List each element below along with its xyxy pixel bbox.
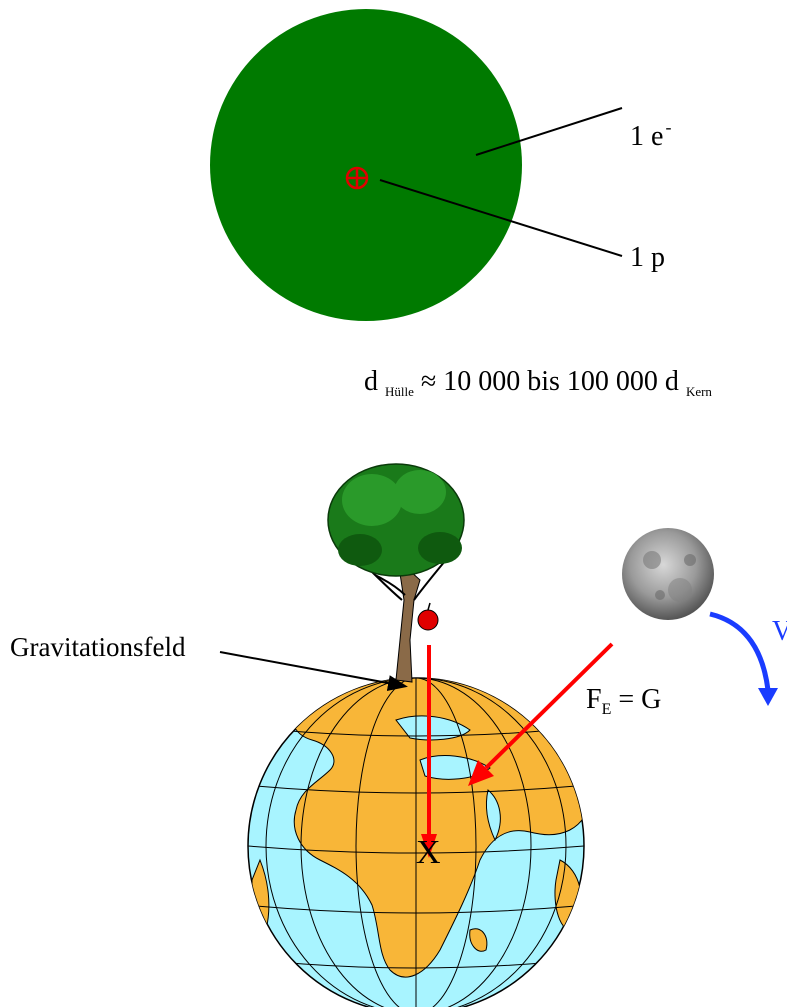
atom-model (210, 9, 623, 321)
electron-label: 1 e- (630, 117, 672, 152)
graticule (248, 678, 584, 1007)
size-formula: d Hülle ≈ 10 000 bis 100 000 d Kern (364, 366, 712, 399)
proton-pointer-line (379, 179, 623, 257)
moon-icon (622, 528, 714, 620)
field-pointer-line (219, 651, 408, 691)
velocity-label: V (772, 616, 787, 647)
tree-icon (327, 463, 465, 683)
moon-force-arrow (468, 642, 614, 786)
gravitational-field-label: Gravitationsfeld (10, 632, 186, 662)
electron-shell (210, 9, 522, 321)
force-label: FE = G (586, 684, 662, 718)
apple-force-arrow (421, 645, 437, 858)
nucleus-icon (345, 166, 369, 190)
proton-label: 1 p (630, 242, 665, 273)
point-x-label: X (416, 834, 441, 871)
electron-pointer-line (475, 107, 623, 156)
apple-icon (417, 602, 439, 631)
velocity-arrow (709, 611, 778, 706)
